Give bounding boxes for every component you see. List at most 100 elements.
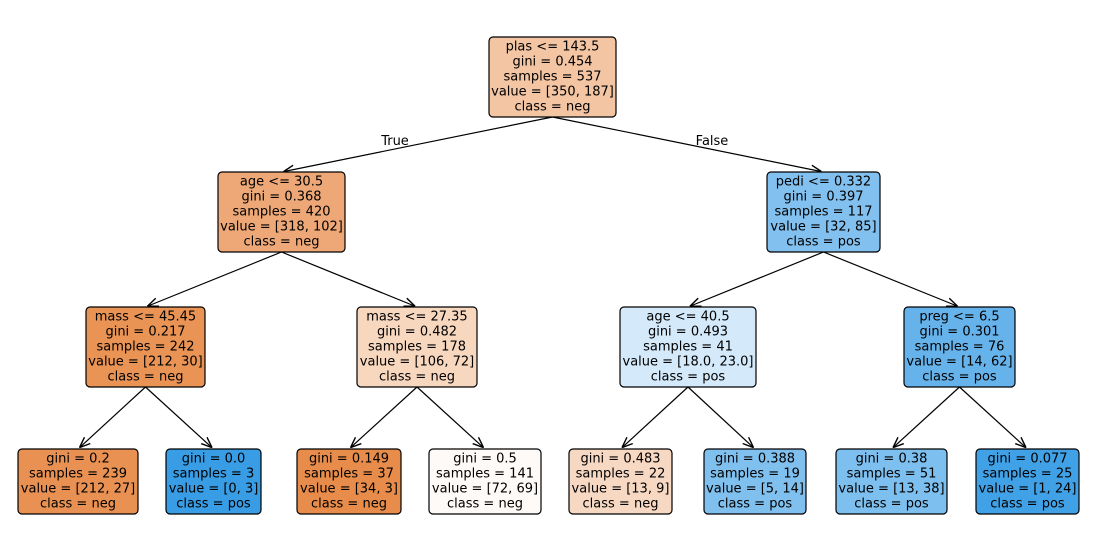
node-line: value = [32, 85]: [770, 220, 876, 235]
node-box: [568, 448, 673, 515]
node-line: class = pos: [990, 497, 1065, 512]
edge-n4-n9: [350, 386, 418, 448]
node-line: gini = 0.0: [182, 452, 246, 467]
node-line: preg <= 6.5: [919, 310, 999, 325]
node-line: age <= 30.5: [240, 175, 323, 190]
node-line: pedi <= 0.332: [776, 175, 871, 190]
node-line: class = neg: [40, 497, 116, 512]
edge-n0-n2: [552, 116, 822, 172]
edge-n0-n1: [283, 116, 553, 172]
node-line: value = [34, 3]: [300, 482, 398, 497]
node-line: value = [1, 24]: [979, 482, 1077, 497]
node-line: gini = 0.482: [377, 325, 457, 340]
node-line: gini = 0.301: [919, 325, 999, 340]
node-line: samples = 420: [232, 205, 330, 220]
node-box: [619, 306, 757, 388]
node-line: gini = 0.454: [512, 55, 592, 70]
edge-n5-n12: [687, 386, 754, 448]
node-line: mass <= 45.45: [95, 310, 196, 325]
node-line: samples = 37: [304, 467, 394, 482]
edge-n3-n7: [79, 386, 146, 448]
edge-n5-n11: [622, 386, 689, 448]
node-box: [428, 448, 542, 515]
edge-n6-n14: [959, 386, 1027, 448]
node-line: samples = 41: [643, 340, 733, 355]
node-line: class = neg: [244, 235, 320, 250]
node-line: class = pos: [651, 370, 726, 385]
edge-n2-n5: [690, 251, 824, 306]
edge-label-false: False: [696, 134, 729, 149]
edge-label-true: True: [380, 134, 409, 149]
edge-n2-n6: [823, 251, 958, 306]
node-line: value = [5, 14]: [706, 482, 804, 497]
node-line: samples = 19: [710, 467, 800, 482]
node-line: samples = 25: [983, 467, 1073, 482]
node-line: samples = 117: [774, 205, 872, 220]
node-line: gini = 0.2: [46, 452, 110, 467]
node-line: value = [0, 3]: [169, 482, 259, 497]
node-line: gini = 0.493: [648, 325, 728, 340]
node-line: samples = 3: [173, 467, 254, 482]
edge-n6-n13: [893, 386, 960, 448]
node-box: [17, 448, 139, 515]
node-line: gini = 0.217: [105, 325, 185, 340]
node-line: class = pos: [922, 370, 997, 385]
node-line: samples = 239: [29, 467, 127, 482]
node-line: value = [72, 69]: [432, 482, 538, 497]
node-line: samples = 141: [436, 467, 534, 482]
node-line: gini = 0.077: [987, 452, 1067, 467]
node-line: value = [212, 27]: [21, 482, 135, 497]
node-line: plas <= 143.5: [506, 40, 600, 55]
node-line: gini = 0.368: [241, 190, 321, 205]
node-line: gini = 0.483: [580, 452, 660, 467]
node-line: samples = 51: [847, 467, 937, 482]
edge-n3-n8: [145, 386, 213, 448]
node-line: class = pos: [786, 235, 861, 250]
node-line: mass <= 27.35: [366, 310, 467, 325]
node-line: gini = 0.149: [309, 452, 389, 467]
node-line: samples = 76: [915, 340, 1005, 355]
node-line: value = [350, 187]: [491, 85, 614, 100]
node-line: samples = 537: [503, 70, 601, 85]
node-line: value = [13, 9]: [572, 482, 670, 497]
edges-layer: True False: [79, 116, 1027, 448]
node-box: [488, 36, 617, 118]
node-line: class = neg: [379, 370, 455, 385]
node-box: [217, 171, 346, 253]
node-line: value = [13, 38]: [838, 482, 944, 497]
edge-n1-n4: [281, 251, 416, 306]
node-line: samples = 178: [368, 340, 466, 355]
node-line: value = [106, 72]: [360, 355, 474, 370]
node-box: [85, 306, 206, 388]
node-box: [356, 306, 478, 388]
node-line: class = neg: [108, 370, 184, 385]
node-line: value = [212, 30]: [88, 355, 202, 370]
node-line: gini = 0.38: [856, 452, 928, 467]
node-box: [165, 448, 262, 515]
node-box: [703, 448, 807, 515]
node-box: [903, 306, 1016, 388]
node-line: samples = 242: [96, 340, 194, 355]
node-line: age <= 40.5: [646, 310, 729, 325]
node-line: class = pos: [718, 497, 793, 512]
node-line: gini = 0.397: [783, 190, 863, 205]
node-line: gini = 0.5: [453, 452, 517, 467]
node-line: value = [318, 102]: [220, 220, 343, 235]
node-line: class = neg: [583, 497, 659, 512]
node-line: class = neg: [447, 497, 523, 512]
edge-n4-n10: [416, 386, 484, 448]
node-line: gini = 0.388: [715, 452, 795, 467]
